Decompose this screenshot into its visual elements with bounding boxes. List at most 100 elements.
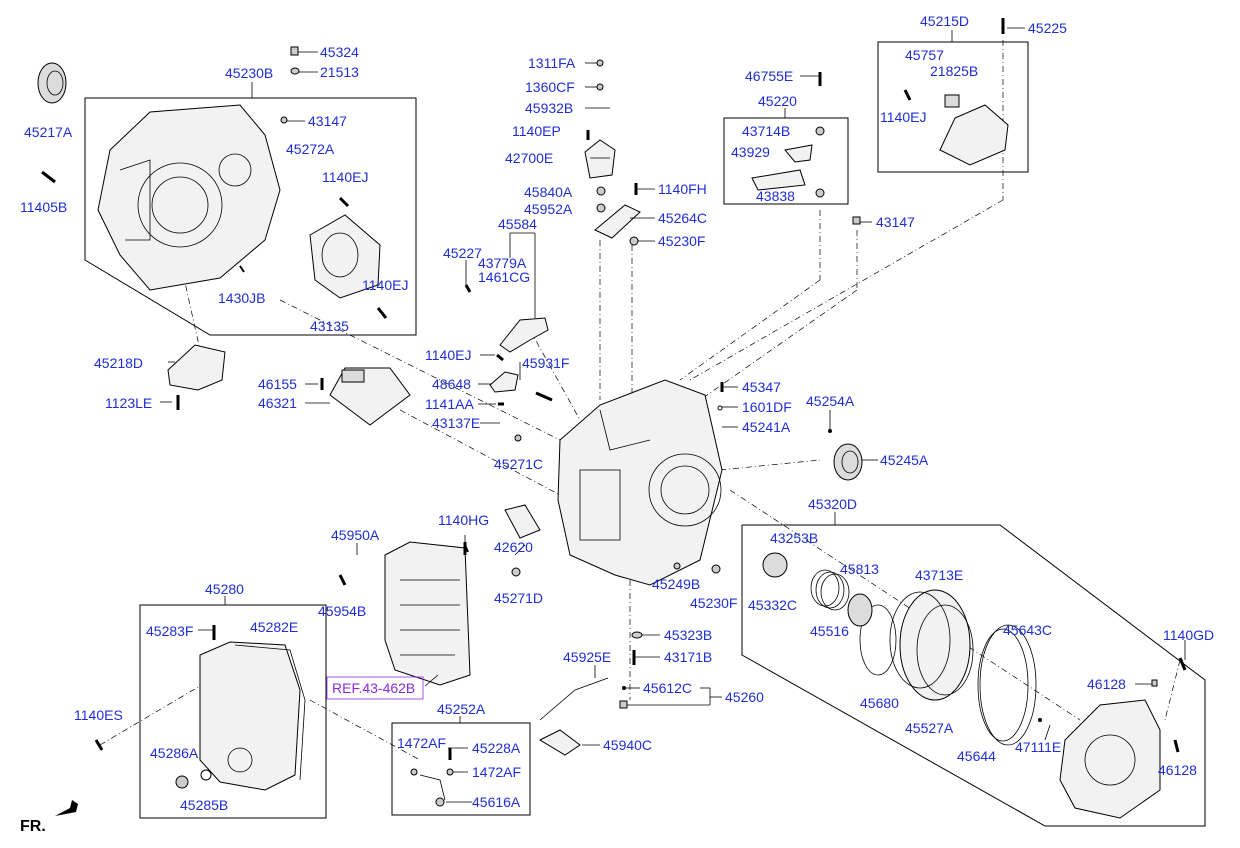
label-45285B: 45285B: [180, 797, 228, 813]
label-43137E: 43137E: [432, 415, 480, 431]
label-45249B: 45249B: [652, 576, 700, 592]
part-labels: 45324 21513 45230B 45217A 43147 45272A 1…: [20, 13, 1214, 835]
label-1140EJ-2: 1140EJ: [362, 277, 408, 293]
label-43253B: 43253B: [770, 530, 818, 546]
part-spring-45516: [810, 569, 850, 611]
label-45643C: 45643C: [1003, 622, 1052, 638]
part-pipe-45264C: [594, 204, 641, 239]
label-45840A: 45840A: [524, 184, 573, 200]
assembly-lines: [99, 40, 1181, 761]
label-fr: FR.: [20, 818, 46, 835]
group-boxes: [84, 41, 1206, 827]
part-snap-ring-45680: [859, 604, 897, 676]
label-45260: 45260: [725, 689, 764, 705]
label-43779A: 43779A: [478, 255, 527, 271]
label-45324: 45324: [320, 44, 359, 60]
label-1140EP: 1140EP: [512, 123, 561, 139]
label-45323B: 45323B: [664, 627, 712, 643]
label-1140EJ-4: 1140EJ: [880, 109, 926, 125]
part-lever-48648: [489, 371, 519, 393]
label-43838: 43838: [756, 188, 795, 204]
label-45954B: 45954B: [318, 603, 366, 619]
label-1140ES: 1140ES: [74, 707, 123, 723]
label-46128: 46128: [1087, 676, 1126, 692]
part-gear-45332C: [762, 552, 788, 578]
label-1141AA: 1141AA: [425, 396, 474, 412]
label-45220: 45220: [758, 93, 797, 109]
label-1430JB: 1430JB: [218, 290, 265, 306]
label-43714B: 43714B: [742, 123, 790, 139]
part-hose-45616A: [419, 774, 446, 801]
part-valve-body-45950A: [384, 541, 471, 686]
label-45254A: 45254A: [806, 393, 855, 409]
part-sensor-42700E: [584, 139, 616, 179]
label-1601DF: 1601DF: [742, 399, 792, 415]
part-oring-45644: [977, 624, 1037, 746]
label-45271D: 45271D: [494, 590, 543, 606]
part-seal-45245A: [833, 443, 863, 481]
label-43171B: 43171B: [664, 649, 712, 665]
label-45241A: 45241A: [742, 419, 791, 435]
label-45516: 45516: [810, 623, 849, 639]
label-1140EJ-3: 1140EJ: [425, 347, 471, 363]
label-45347: 45347: [742, 379, 781, 395]
part-mount-45215D: [939, 94, 1009, 166]
label-45616A: 45616A: [472, 794, 521, 810]
label-45230B: 45230B: [225, 65, 273, 81]
label-45680: 45680: [860, 695, 899, 711]
part-transmission-case-left: [97, 104, 281, 291]
label-45527A: 45527A: [905, 720, 954, 736]
fr-arrow-icon: [55, 800, 78, 816]
label-45225: 45225: [1028, 20, 1067, 36]
label-45612C: 45612C: [643, 680, 692, 696]
label-45584: 45584: [498, 216, 537, 232]
label-1472AF: 1472AF: [397, 735, 446, 751]
ref-box: [326, 676, 424, 700]
label-45952A: 45952A: [524, 201, 573, 217]
label-45245A: 45245A: [880, 452, 929, 468]
label-45217A: 45217A: [24, 124, 73, 140]
part-bracket-43929: [751, 144, 813, 191]
label-45282E: 45282E: [250, 619, 298, 635]
label-1461CG: 1461CG: [478, 269, 530, 285]
label-1140EJ: 1140EJ: [322, 169, 368, 185]
label-48648: 48648: [432, 376, 471, 392]
label-45230F: 45230F: [658, 233, 705, 249]
label-45215D: 45215D: [920, 13, 969, 29]
label-11405B: 11405B: [20, 199, 67, 215]
label-45218D: 45218D: [94, 355, 143, 371]
part-main-housing: [557, 379, 723, 586]
fasteners: [41, 18, 1187, 807]
label-1472AF-2: 1472AF: [472, 764, 521, 780]
part-oil-seal-45217A: [37, 62, 67, 104]
label-42700E: 42700E: [505, 150, 553, 166]
label-45280: 45280: [205, 581, 244, 597]
label-46128-2: 46128: [1158, 762, 1197, 778]
label-1140HG: 1140HG: [438, 512, 489, 528]
label-45757: 45757: [905, 47, 944, 63]
label-43713E: 43713E: [915, 567, 963, 583]
label-45931F: 45931F: [522, 355, 569, 371]
label-45332C: 45332C: [748, 597, 797, 613]
label-46755E: 46755E: [745, 68, 793, 84]
label-43147-2: 43147: [876, 214, 915, 230]
part-oil-pan-45282E: [199, 641, 306, 791]
label-45925E: 45925E: [563, 649, 611, 665]
label-43135: 43135: [310, 318, 349, 334]
label-46321: 46321: [258, 395, 297, 411]
part-shift-cable-45925E: [538, 677, 609, 756]
part-oil-filter-46321: [329, 367, 411, 426]
label-45940C: 45940C: [603, 737, 652, 753]
label-43147: 43147: [308, 113, 347, 129]
label-1360CF: 1360CF: [525, 79, 575, 95]
label-47111E: 47111E: [1015, 739, 1061, 755]
label-45264C: 45264C: [658, 210, 707, 226]
part-rear-cover: [1059, 699, 1161, 819]
label-1123LE: 1123LE: [105, 395, 152, 411]
label-45271C: 45271C: [494, 456, 543, 472]
label-45230F-2: 45230F: [690, 595, 737, 611]
label-46155: 46155: [258, 376, 297, 392]
label-1311FA: 1311FA: [528, 55, 576, 71]
label-45950A: 45950A: [331, 527, 380, 543]
part-drum-45527A: [889, 589, 974, 701]
